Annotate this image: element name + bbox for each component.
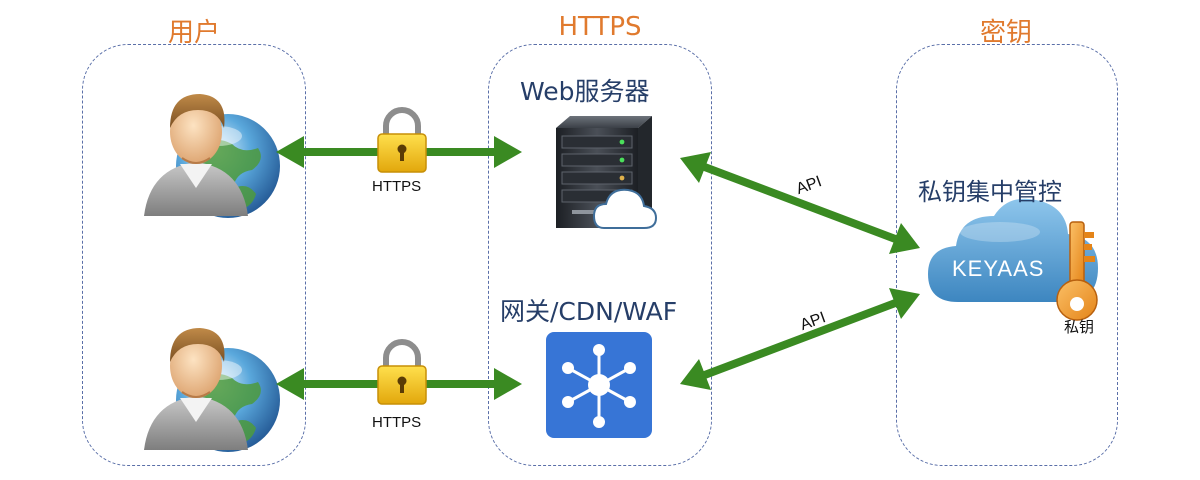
padlock-icon (377, 339, 427, 405)
api-arrow-top (680, 152, 920, 254)
cloud-icon (928, 198, 1098, 302)
https-link-label-bottom: HTTPS (372, 414, 422, 431)
https-zone (488, 44, 712, 466)
api-arrow-bottom (680, 288, 920, 390)
gateway-label: 网关/CDN/WAF (500, 297, 678, 326)
server-cloud-icon (556, 116, 658, 229)
web-server-label: Web服务器 (520, 77, 650, 106)
section-title-user: 用户 (167, 18, 220, 48)
user-globe-icon (144, 94, 280, 218)
section-title-key: 密钥 (979, 18, 1032, 48)
key-icon (1056, 221, 1098, 321)
user-globe-icon (144, 328, 280, 452)
user-zone (82, 44, 306, 466)
section-title-https: HTTPS (558, 12, 642, 42)
private-key-label: 私钥 (1064, 319, 1095, 336)
padlock-icon (377, 107, 427, 173)
hub-network-icon (546, 332, 652, 438)
keyaas-label: KEYAAS (952, 256, 1045, 281)
key-management-label: 私钥集中管控 (918, 178, 1062, 206)
key-zone (896, 44, 1118, 466)
https-link-label-top: HTTPS (372, 178, 422, 195)
